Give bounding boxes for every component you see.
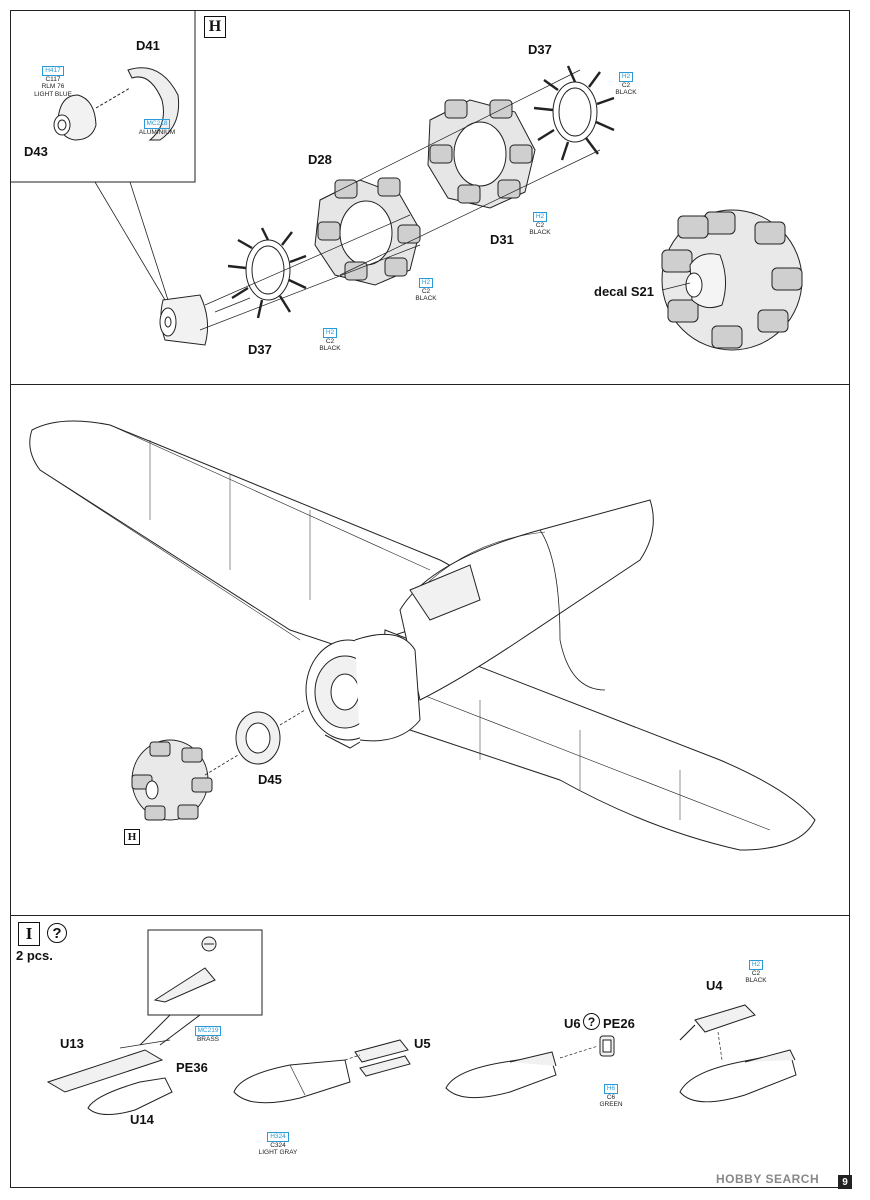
engine-subassembly (132, 740, 212, 820)
subassembly-h-marker: H (124, 829, 140, 845)
page-frame (10, 10, 850, 1188)
aircraft-wing (30, 421, 815, 850)
color-ref-h2-c: H2 C2 BLACK (415, 278, 437, 302)
part-label-d28: D28 (308, 152, 332, 167)
rack-u4 (680, 1005, 755, 1060)
color-ref-h2-a: H2 C2 BLACK (615, 72, 637, 96)
color-ref-h2-d: H2 C2 BLACK (319, 328, 341, 352)
prop-hub-left (160, 295, 208, 345)
color-ref-h324: H324 C324 LIGHT GRAY (258, 1132, 298, 1156)
pushrod-ring-d37-left (228, 228, 306, 318)
tank-u14 (88, 1078, 172, 1115)
part-label-d41: D41 (136, 38, 160, 53)
part-label-d43: D43 (24, 144, 48, 159)
part-label-pe36: PE36 (176, 1060, 208, 1075)
part-label-u4: U4 (706, 978, 723, 993)
part-label-u5: U5 (414, 1036, 431, 1051)
part-label-d45: D45 (258, 772, 282, 787)
cockpit (410, 565, 480, 620)
part-label-d37-top: D37 (528, 42, 552, 57)
tank-1 (234, 1060, 350, 1103)
color-ref-mc219: MC219 BRASS (190, 1026, 226, 1043)
cowl-ring-d45 (236, 712, 280, 764)
watermark: HOBBY SEARCH (716, 1172, 820, 1186)
part-label-d31: D31 (490, 232, 514, 247)
quantity-label: 2 pcs. (16, 948, 53, 963)
color-ref-mc218: MC218 ALUMINIUM (138, 119, 176, 136)
part-label-u14: U14 (130, 1112, 154, 1127)
color-ref-h2-b: H2 C2 BLACK (529, 212, 551, 236)
step-h-marker: H (204, 16, 226, 38)
tank-3 (680, 1050, 796, 1102)
section-divider-1 (10, 384, 850, 385)
cylinder-bank-d28 (315, 178, 420, 285)
step-i-marker: I (18, 922, 40, 946)
decal-leader (662, 283, 690, 290)
sway-brace-u6 (600, 1036, 614, 1056)
aircraft-fuselage (400, 500, 653, 700)
engine-cowling (306, 634, 420, 748)
rack-u13 (48, 1040, 170, 1092)
color-ref-h2-e: H2 C2 BLACK (745, 960, 767, 984)
inset-pointer (95, 182, 168, 300)
inset-frame (10, 10, 195, 182)
decal-label-s21: decal S21 (594, 284, 654, 299)
optional-symbol-u6-icon: ? (583, 1013, 600, 1030)
part-label-u13: U13 (60, 1036, 84, 1051)
part-label-pe26: PE26 (603, 1016, 635, 1031)
rack-u5 (355, 1040, 410, 1076)
section-divider-2 (10, 915, 850, 916)
part-label-u6: U6 (564, 1016, 581, 1031)
completed-engine (662, 210, 802, 350)
assembly-guides (200, 70, 600, 330)
ring-d41 (128, 68, 179, 140)
color-ref-h417: H417 C117 RLM 76 LIGHT BLUE (34, 66, 72, 98)
cylinder-bank-d31 (428, 100, 535, 208)
optional-symbol-icon: ? (47, 923, 67, 943)
part-label-d37-bottom: D37 (248, 342, 272, 357)
tank-2 (446, 1052, 556, 1098)
pushrod-ring-d37-right (534, 66, 614, 160)
prop-hub-d43 (54, 95, 96, 140)
detail-inset-callout (140, 930, 262, 1045)
color-ref-h6: H6 C6 GREEN (599, 1084, 623, 1108)
page-number: 9 (838, 1175, 852, 1189)
